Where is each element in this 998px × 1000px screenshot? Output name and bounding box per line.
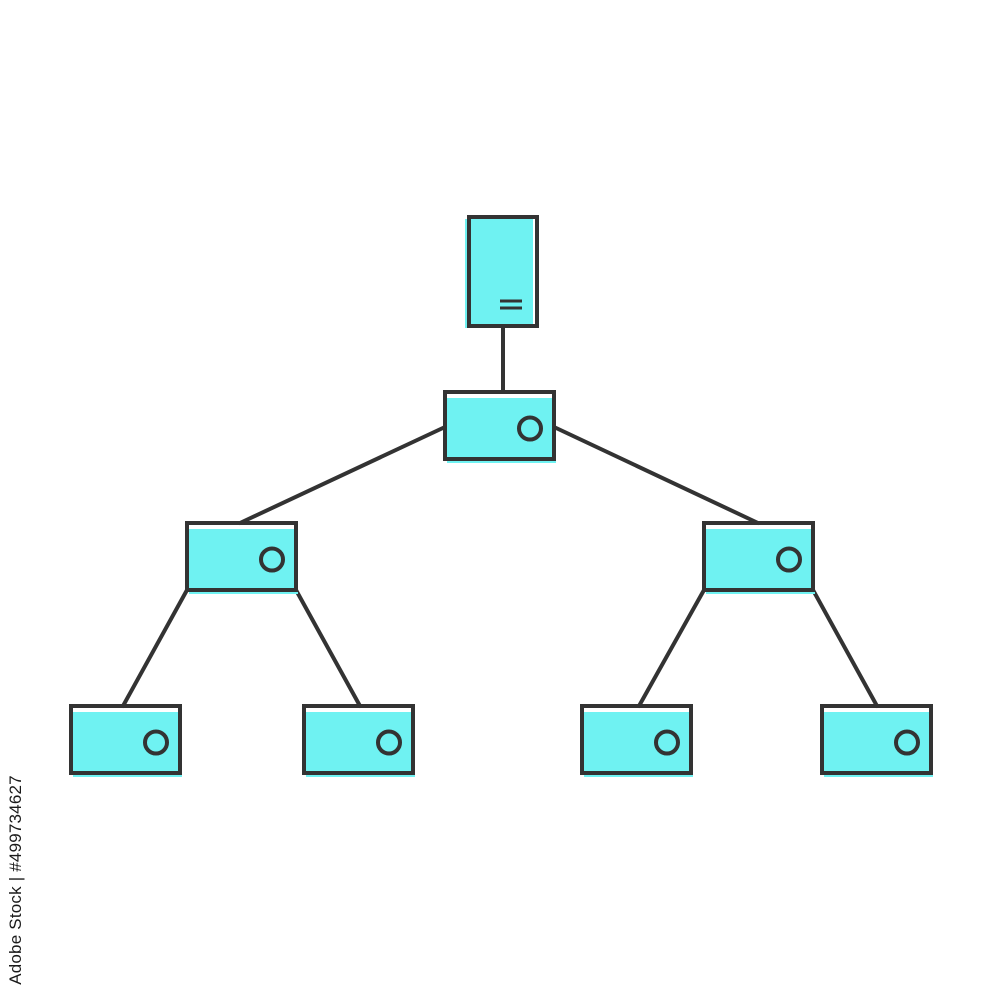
connector-line-root-switch-to-right-switch <box>552 425 760 525</box>
nodes <box>69 215 933 777</box>
node-right-switch <box>702 521 815 594</box>
connector-line-root-switch-to-left-switch <box>238 425 447 525</box>
device-indicator-circle <box>376 729 402 756</box>
device-indicator-circle <box>776 546 802 573</box>
network-device-icon <box>443 390 556 461</box>
device-indicator-circle <box>143 729 169 756</box>
network-device-icon <box>69 704 182 775</box>
device-indicator-circle <box>259 546 285 573</box>
device-fill <box>584 712 693 777</box>
connections <box>121 324 879 708</box>
node-leaf-3 <box>580 704 693 777</box>
network-device-icon <box>302 704 415 775</box>
device-indicator-circle <box>654 729 680 756</box>
device-indicator-circle <box>894 729 920 756</box>
device-fill <box>706 529 815 594</box>
node-leaf-2 <box>302 704 415 777</box>
device-fill <box>189 529 298 594</box>
device-fill <box>306 712 415 777</box>
network-device-icon <box>580 704 693 775</box>
node-leaf-4 <box>820 704 933 777</box>
device-fill <box>73 712 182 777</box>
server-icon <box>467 215 539 328</box>
network-device-icon <box>820 704 933 775</box>
node-leaf-1 <box>69 704 182 777</box>
network-device-icon <box>185 521 298 592</box>
device-indicator-circle <box>517 415 543 442</box>
connector-line-left-switch-to-leaf-1 <box>121 588 189 708</box>
node-left-switch <box>185 521 298 594</box>
node-root-switch <box>443 390 556 463</box>
connector-line-right-switch-to-leaf-3 <box>637 588 706 708</box>
server-fill <box>465 219 533 328</box>
device-fill <box>824 712 933 777</box>
device-fill <box>447 398 556 463</box>
network-device-icon <box>702 521 815 592</box>
node-server <box>465 215 539 328</box>
connector-line-left-switch-to-leaf-2 <box>294 588 362 708</box>
connector-line-right-switch-to-leaf-4 <box>811 588 879 708</box>
